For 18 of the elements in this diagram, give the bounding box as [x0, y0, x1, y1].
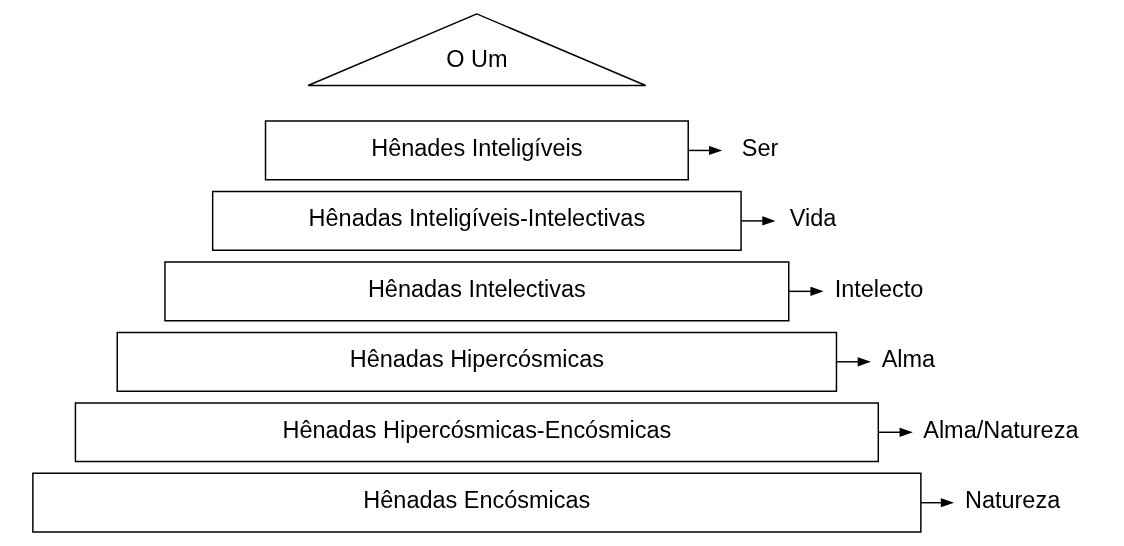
node-box: Hênadas Hipercósmicas: [116, 331, 838, 392]
arrow: [920, 498, 955, 508]
arrow: [740, 216, 776, 226]
node-text: Natureza: [964, 487, 1061, 514]
node-text: Ser: [741, 135, 779, 162]
node-text: Alma: [881, 346, 936, 373]
node-text: Intelecto: [834, 275, 924, 302]
node-box: Hênadas Intelectivas: [164, 261, 790, 322]
node-box: Hênadas Hipercósmicas-Encósmicas: [74, 402, 880, 463]
arrow: [688, 145, 723, 156]
arrow: [877, 427, 913, 437]
node-text: Alma/Natureza: [923, 416, 1079, 443]
arrow: [836, 357, 871, 367]
node-box: Hênadas Inteligíveis-Intelectivas: [211, 190, 742, 251]
node-box: Hênadas Encósmicas: [32, 472, 922, 533]
arrow: [788, 286, 824, 296]
node-text: Vida: [789, 205, 837, 232]
node-box: Hênades Inteligíveis: [264, 120, 689, 181]
